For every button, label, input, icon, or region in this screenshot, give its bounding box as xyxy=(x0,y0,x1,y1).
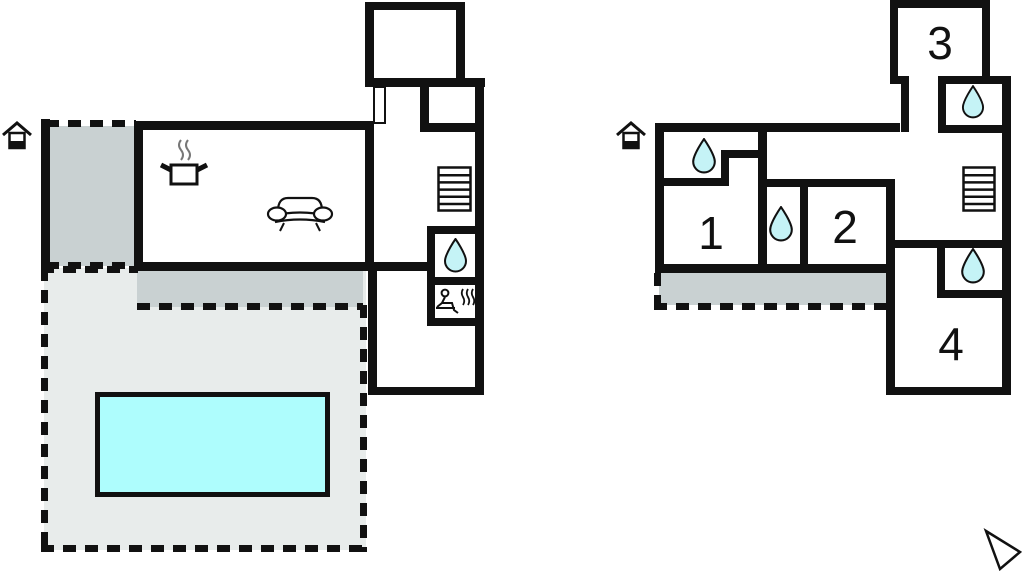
wall xyxy=(475,78,484,395)
wall xyxy=(937,240,945,297)
wall xyxy=(427,226,477,234)
wall xyxy=(800,179,808,273)
wall xyxy=(427,226,435,325)
terrace-dashed-bottom xyxy=(654,303,891,310)
wall xyxy=(655,123,664,273)
wall xyxy=(938,76,990,84)
water-drop-icon xyxy=(961,85,985,119)
porch-dashed-top xyxy=(46,120,136,127)
wall xyxy=(901,76,909,132)
house-icon xyxy=(2,120,32,153)
room-label-4: 4 xyxy=(938,318,964,370)
wall xyxy=(663,178,728,186)
patio-dashed-left xyxy=(41,268,48,552)
wall xyxy=(365,78,485,87)
wall xyxy=(886,387,1011,395)
wall xyxy=(41,119,50,270)
room-label-2: 2 xyxy=(832,201,858,253)
wall xyxy=(886,179,895,395)
patio-dashed-right xyxy=(360,305,367,552)
wall xyxy=(937,290,1011,298)
porch-dashed-bottom xyxy=(46,262,136,269)
wall xyxy=(420,123,483,132)
wall xyxy=(758,179,895,187)
water-drop-icon xyxy=(768,206,794,242)
wall xyxy=(890,0,898,84)
patio-dashed-bottom xyxy=(41,545,367,552)
wall xyxy=(365,2,465,10)
wall xyxy=(456,2,465,82)
wall xyxy=(890,76,909,84)
house-icon xyxy=(616,120,646,153)
wall xyxy=(1002,76,1011,395)
wall xyxy=(758,123,767,273)
water-drop-icon xyxy=(443,238,468,273)
wall xyxy=(721,150,765,158)
north-arrow-icon xyxy=(982,527,1024,571)
terrace-area xyxy=(137,270,363,307)
wall xyxy=(368,262,377,395)
wall xyxy=(886,240,1011,248)
terrace-area xyxy=(659,273,887,305)
water-drop-icon xyxy=(691,138,717,174)
room-label-1: 1 xyxy=(698,207,724,259)
wall xyxy=(890,0,990,8)
wall xyxy=(982,0,990,84)
wall xyxy=(365,2,374,87)
wall xyxy=(427,318,477,326)
door-leaf xyxy=(373,86,386,124)
water-drop-icon xyxy=(960,248,986,284)
terrace-dashed-bottom xyxy=(137,303,363,310)
patio-dashed-top xyxy=(41,266,138,273)
wall xyxy=(134,262,430,271)
wall xyxy=(938,125,1011,133)
wall xyxy=(368,387,484,395)
wall xyxy=(427,277,477,285)
wall xyxy=(655,264,895,273)
swimming-pool xyxy=(95,392,330,497)
porch-area xyxy=(49,126,134,266)
stairs-icon xyxy=(437,166,472,212)
sauna-icon xyxy=(435,286,475,316)
wall xyxy=(365,123,374,270)
terrace-dashed-left xyxy=(654,273,661,307)
stairs-icon xyxy=(962,166,996,212)
cooking-pot-icon xyxy=(160,137,208,189)
wall xyxy=(134,121,143,270)
wall xyxy=(938,76,946,133)
wall xyxy=(982,76,1011,84)
room-label-3: 3 xyxy=(927,17,953,69)
wall xyxy=(134,121,374,130)
wall xyxy=(655,123,900,132)
wall xyxy=(420,87,429,132)
wall xyxy=(721,150,729,186)
sofa-icon xyxy=(266,193,334,233)
